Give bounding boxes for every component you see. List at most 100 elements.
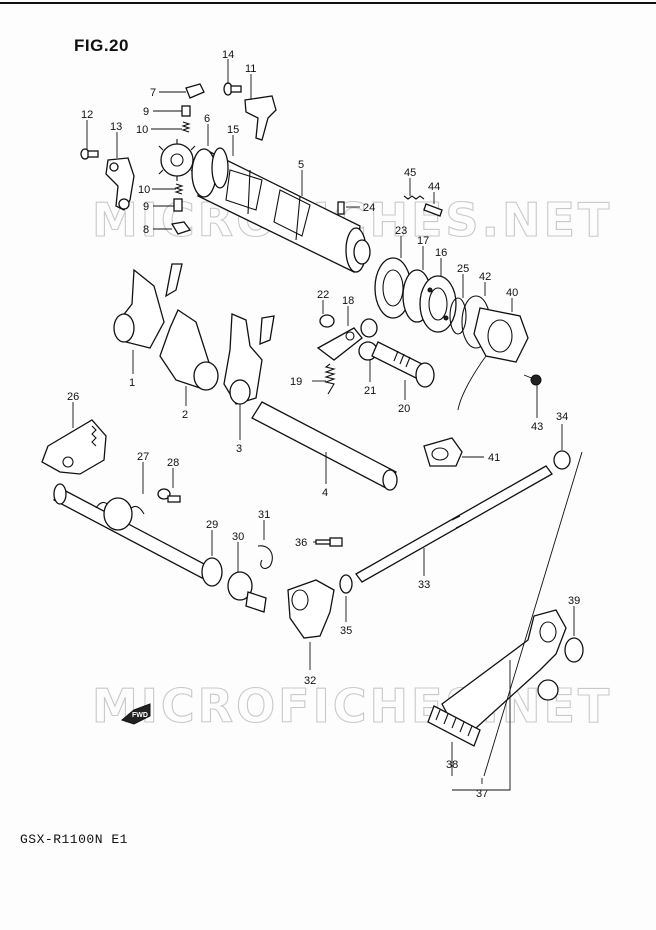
callout-43: 43 bbox=[531, 421, 543, 433]
callout-21: 21 bbox=[364, 385, 376, 397]
callout-3: 3 bbox=[236, 443, 242, 455]
part-18-collar bbox=[360, 318, 378, 338]
callout-9-top: 9 bbox=[143, 106, 149, 118]
callout-13: 13 bbox=[110, 121, 122, 133]
callout-8: 8 bbox=[143, 224, 149, 236]
part-6-cam-driven-gear bbox=[158, 139, 196, 181]
top-border bbox=[0, 2, 656, 4]
part-4-fork-shaft bbox=[251, 401, 398, 491]
callout-20: 20 bbox=[398, 403, 410, 415]
part-18-lever bbox=[316, 327, 363, 361]
callout-31: 31 bbox=[258, 509, 270, 521]
fwd-label: FWD bbox=[132, 712, 148, 719]
part-8-plate bbox=[170, 221, 192, 235]
callout-24: 24 bbox=[363, 202, 375, 214]
figure-title: FIG.20 bbox=[74, 36, 129, 55]
part-16-bearing bbox=[419, 275, 457, 333]
callout-12: 12 bbox=[81, 109, 93, 121]
callout-11: 11 bbox=[245, 63, 256, 75]
part-10-spring-top bbox=[181, 121, 191, 133]
part-38-footrest-rubber bbox=[427, 705, 481, 747]
callout-18: 18 bbox=[342, 295, 354, 307]
callout-42: 42 bbox=[479, 271, 491, 283]
callout-27: 27 bbox=[137, 451, 149, 463]
callout-7: 7 bbox=[150, 87, 156, 99]
part-22-circlip bbox=[319, 314, 335, 328]
part-14-screw bbox=[223, 82, 242, 96]
callout-39: 39 bbox=[568, 595, 580, 607]
callout-9-bottom: 9 bbox=[143, 201, 149, 213]
callout-38: 38 bbox=[446, 759, 458, 771]
part-45-spring bbox=[403, 195, 425, 200]
part-34-nut bbox=[553, 450, 571, 470]
part-35-nut bbox=[339, 574, 353, 594]
part-10-spring-bottom bbox=[174, 183, 184, 195]
part-9-pin-bottom bbox=[173, 198, 183, 212]
callout-44: 44 bbox=[428, 181, 440, 193]
part-2-shift-fork bbox=[159, 309, 219, 391]
callout-6: 6 bbox=[204, 113, 210, 125]
part-7-pin bbox=[185, 83, 205, 99]
callout-23: 23 bbox=[395, 225, 407, 237]
callout-40: 40 bbox=[506, 287, 518, 299]
part-43-bolt bbox=[523, 374, 542, 386]
callout-29: 29 bbox=[206, 519, 218, 531]
part-9-pin-top bbox=[181, 105, 191, 117]
callout-36: 36 bbox=[295, 537, 307, 549]
part-5-gearshift-cam bbox=[191, 148, 371, 273]
part-12-screw bbox=[80, 148, 99, 160]
part-20-bolt bbox=[371, 341, 435, 388]
part-15-bearing bbox=[211, 147, 229, 189]
callout-10-top: 10 bbox=[136, 124, 148, 136]
callout-2: 2 bbox=[182, 409, 188, 421]
callout-15: 15 bbox=[227, 124, 239, 136]
part-31-circlip bbox=[257, 545, 273, 569]
part-28-stopper-bolt bbox=[157, 488, 181, 503]
part-25-circlip bbox=[449, 297, 467, 335]
part-1-shift-fork bbox=[113, 263, 183, 349]
callout-25: 25 bbox=[457, 263, 469, 275]
part-30-washer bbox=[227, 571, 253, 601]
callout-33: 33 bbox=[418, 579, 430, 591]
callout-14: 14 bbox=[222, 49, 234, 61]
callout-30: 30 bbox=[232, 531, 244, 543]
part-26-gearshift-arm bbox=[41, 419, 107, 475]
part-24-pin bbox=[337, 201, 345, 215]
callout-22: 22 bbox=[317, 289, 329, 301]
callout-32: 32 bbox=[304, 675, 316, 687]
callout-1: 1 bbox=[129, 377, 135, 389]
part-19-return-spring bbox=[324, 363, 336, 395]
callout-17: 17 bbox=[417, 235, 429, 247]
part-11-stopper-plate bbox=[244, 95, 277, 141]
watermark-bottom: MICROFICHES.NET bbox=[92, 679, 612, 733]
callout-28: 28 bbox=[167, 457, 179, 469]
callout-5: 5 bbox=[298, 159, 304, 171]
part-33-shift-rod bbox=[355, 465, 553, 583]
callout-37: 37 bbox=[476, 788, 488, 800]
part-40-cover bbox=[457, 307, 529, 411]
part-30-spline-end bbox=[245, 591, 267, 613]
callout-16: 16 bbox=[435, 247, 447, 259]
callout-26: 26 bbox=[67, 391, 79, 403]
callout-34: 34 bbox=[556, 411, 568, 423]
part-29-oil-seal bbox=[201, 557, 223, 587]
part-39-washer bbox=[564, 637, 584, 663]
fwd-arrow-icon: FWD bbox=[120, 703, 151, 725]
callout-19: 19 bbox=[290, 376, 302, 388]
callout-35: 35 bbox=[340, 625, 352, 637]
callout-labels: 14 11 7 9 10 6 15 12 13 10 9 8 5 24 45 4… bbox=[67, 49, 580, 800]
part-36-bolt bbox=[315, 537, 343, 547]
part-29-shift-shaft bbox=[53, 483, 209, 579]
leader-lines bbox=[72, 59, 583, 791]
part-41-stopper bbox=[423, 437, 463, 467]
callout-10-bottom: 10 bbox=[138, 184, 150, 196]
callout-45: 45 bbox=[404, 167, 416, 179]
part-27-spring-coil bbox=[103, 497, 133, 531]
model-code: GSX-R1100N E1 bbox=[20, 832, 128, 847]
part-44-plunger bbox=[423, 203, 443, 217]
part-3-shift-fork bbox=[223, 313, 275, 405]
part-32-shift-lever-joint bbox=[287, 579, 335, 639]
callout-41: 41 bbox=[488, 452, 500, 464]
